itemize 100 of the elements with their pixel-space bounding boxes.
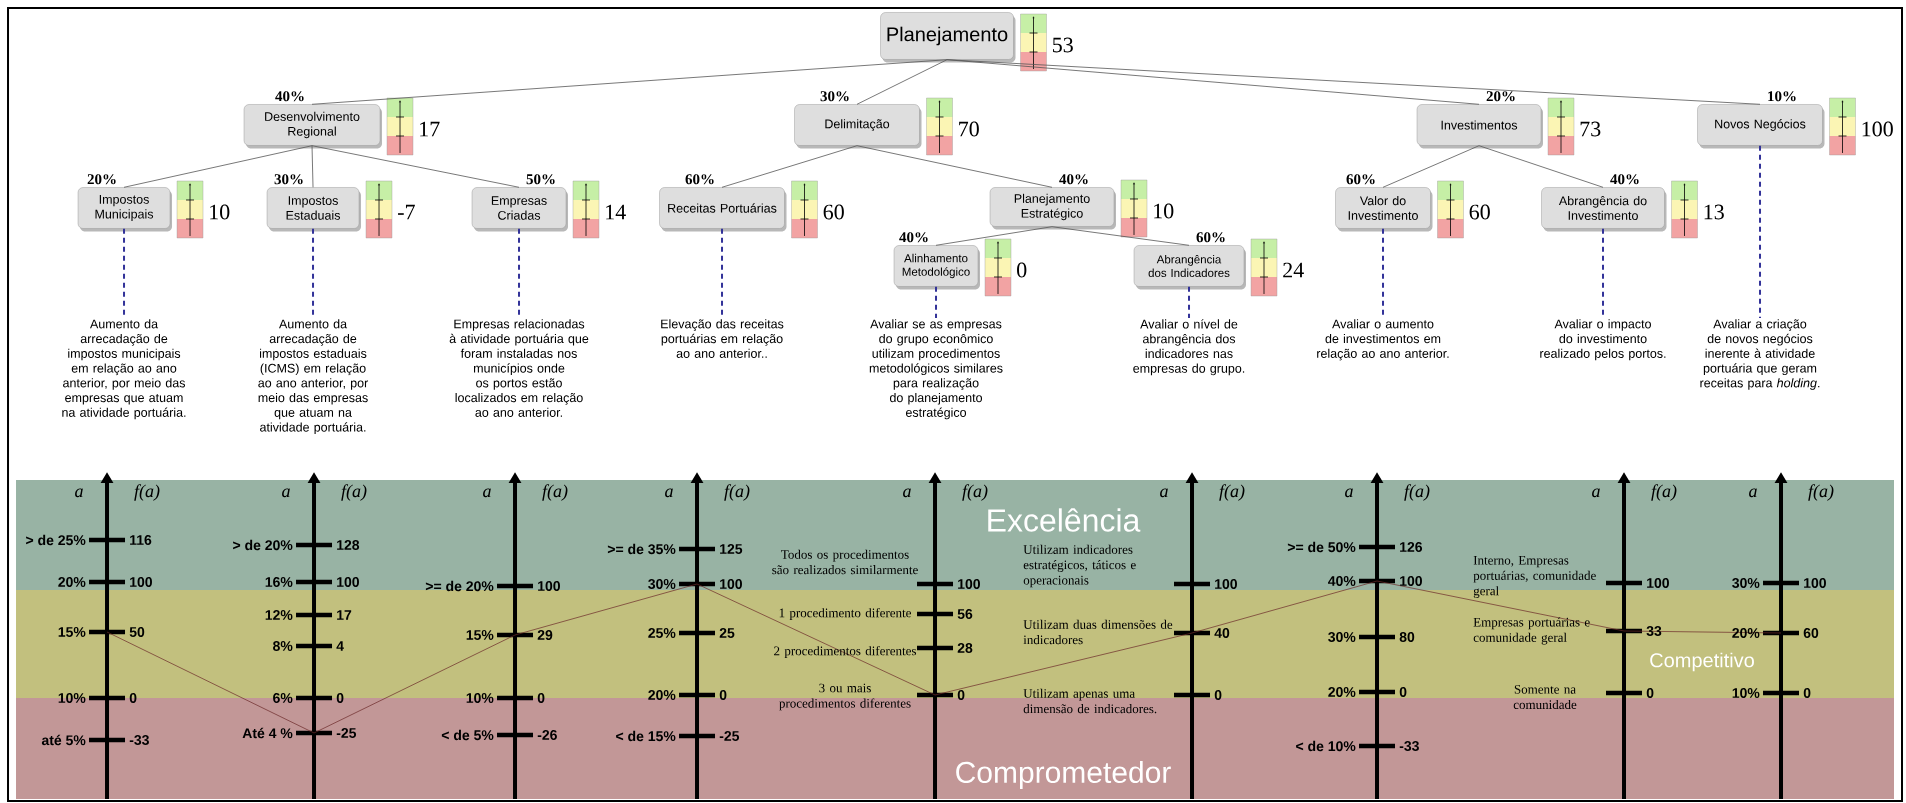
axis-label: a [903,488,911,498]
score-label: 100 [1400,576,1422,586]
indicator-box: Investimentos [1416,104,1543,149]
axis-label: f(a) [341,484,367,501]
tick-label: 40% [1328,576,1356,586]
criterion-text: 2 procedimentos diferentes [774,646,917,658]
indicator-box: Empresas Criadas [471,187,568,232]
score-label: 100 [1647,578,1669,588]
axis-label: f(a) [1651,484,1677,501]
weight-label: 60% [1196,232,1225,243]
axis-label: a [75,488,83,498]
description-text: Aumento da arrecadação de impostos municipais em relação ao ano anterior, por meio das empresas que atuam na atividade portuária. [62,319,186,420]
weight-label: 30% [820,91,849,102]
criterion-text: Interno, Empresas portuárias, comunidade geral [1473,556,1596,598]
score-label: -33 [1399,741,1419,751]
score-value: -7 [398,204,415,220]
score-label: 60 [1803,628,1819,638]
indicator-box: Receitas Portuárias [659,187,787,232]
weight-label: 20% [1486,91,1515,102]
description-text: Avaliar o nível de abrangência dos indicadores nas empresas do grupo. [1133,319,1245,376]
indicator-box: Impostos Estaduais [266,187,361,232]
description-text: Empresas relacionadas à atividade portuária que foram instaladas nos municípios onde os portos estão localizados em relação ao ano anterior. [449,319,589,417]
connector-line [1382,145,1480,188]
axis-label: a [282,488,290,498]
score-label: 125 [720,544,743,554]
tick-label: 30% [648,579,676,589]
score-label: 29 [537,630,553,640]
criterion-text: Somente na comunidade [1513,684,1577,710]
axis-label: f(a) [542,484,568,501]
score-label: 0 [129,693,137,703]
tick-label: > de 20% [233,539,293,551]
indicator-box: Alinhamento Metodológico [893,245,980,290]
tick-label: 16% [265,577,293,587]
score-label: 100 [720,579,742,589]
indicator-box: Delimitação [794,104,922,149]
score-label: 0 [719,690,727,700]
weight-label: 10% [1768,91,1796,102]
axis-label: a [1345,488,1353,498]
criterion-text: Utilizam indicadores estratégicos, táticos e operacionais [1023,544,1136,588]
tick-label: >= de 35% [607,543,676,555]
connector-line [1051,226,1190,246]
tick-label: 8% [273,641,293,651]
tick-label: 30% [1732,578,1760,588]
connector-line [123,145,313,188]
score-label: 40 [1214,628,1230,638]
tick-label: 12% [265,610,293,620]
description-text: Avaliar se as empresas do grupo econômico utilizam procedimentos metodológicos similares para realização do planejamento estratégico [869,319,1003,420]
score-label: 0 [336,693,344,703]
criterion-text: Utilizam duas dimensões de indicadores [1023,619,1173,645]
score-label: 17 [337,610,352,620]
band-title: Excelência [988,508,1141,532]
connector-line [856,59,948,105]
score-label: -33 [129,735,149,745]
indicator-box: Novos Negócios [1697,104,1825,149]
score-label: 4 [336,641,344,651]
indicator-box: Planejamento [880,12,1016,63]
score-label: 100 [1804,578,1826,588]
score-label: 0 [1803,688,1811,698]
indicator-box: Impostos Municipais [77,187,172,232]
score-label: 126 [1400,542,1423,552]
leader-line [935,285,937,319]
score-value: 70 [959,121,979,137]
score-value: 14 [606,204,626,220]
description-text: Avaliar o impacto do investimento realizado pelos portos. [1540,319,1666,361]
score-value: 10 [1154,203,1174,219]
criterion-text: 1 procedimento diferente [779,608,911,620]
score-label: 100 [130,577,152,587]
description-text: Elevação das receitas portuárias em relação ao ano anterior.. [661,319,784,358]
score-value: 0 [1017,262,1027,278]
weight-label: 60% [1346,174,1375,185]
connector-line [311,59,948,105]
weight-label: 20% [87,174,116,185]
weight-label: 30% [274,174,303,185]
score-label: 100 [337,577,359,587]
score-value: 24 [1283,262,1304,278]
score-label: 0 [1646,688,1654,698]
score-label: 128 [337,540,360,550]
connector-line [721,145,858,188]
description-text: Avaliar o aumento de investimentos em relação ao ano anterior. [1317,319,1449,361]
leader-line [1759,144,1761,319]
tick-label: 6% [273,693,293,703]
score-value: 73 [1580,121,1601,137]
tick-label: 15% [466,630,494,640]
connector-line [1478,145,1604,188]
indicator-box: Abrangência do Investimento [1541,187,1667,232]
tick-label: 10% [466,693,494,703]
connector-line [946,59,1480,105]
score-label: 100 [958,579,980,589]
weight-label: 40% [275,91,304,102]
score-value: 53 [1053,37,1073,53]
connector-line [311,145,520,188]
axis-label: f(a) [1219,484,1245,501]
tick-label: 30% [1328,632,1356,642]
connector-line [311,145,314,188]
score-label: 0 [537,693,545,703]
criterion-text: 3 ou mais procedimentos diferentes [779,683,911,711]
connector-line [946,59,1761,105]
score-value: 10 [210,204,230,220]
tick-label: < de 10% [1296,740,1356,752]
description-text: Avaliar a criação de novos negócios inerente à atividade portuária que geram receitas para holding. [1700,319,1820,390]
